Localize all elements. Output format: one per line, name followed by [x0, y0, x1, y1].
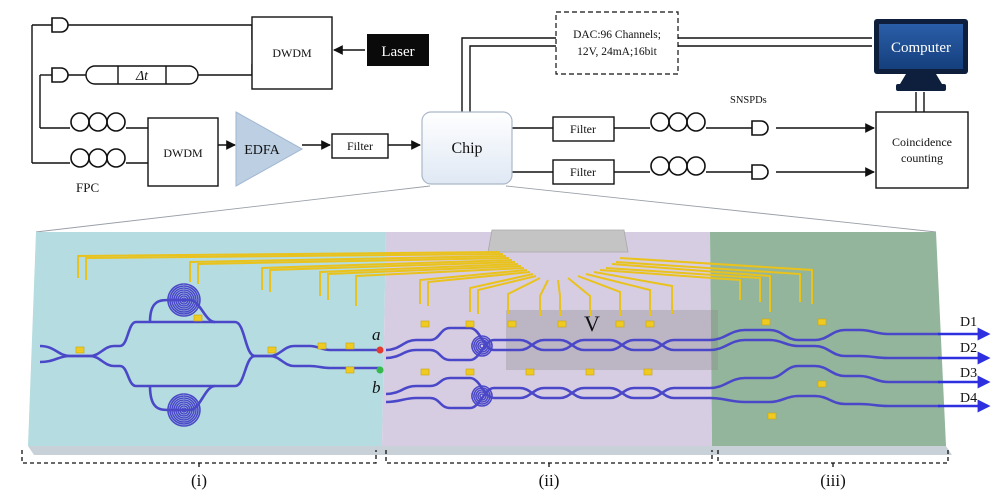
dac-box: [555, 11, 679, 75]
coincidence-box: [875, 111, 969, 189]
computer-icon: [874, 19, 968, 91]
setup-schematic: [31, 24, 925, 177]
node-b-dot: [376, 366, 384, 374]
section-label-i: (i): [191, 471, 207, 490]
filter-output-top-box: [552, 116, 615, 142]
snspds-label: SNSPDs: [730, 95, 767, 106]
section-label-iii: (iii): [820, 471, 846, 490]
output-arrows: [938, 327, 991, 413]
output-label-d2: D2: [960, 341, 977, 356]
dwdm-bottom-label: DWDM: [163, 146, 203, 160]
detector-icon: [51, 17, 69, 33]
filter-input-label: Filter: [347, 139, 373, 153]
filter-input-box: [331, 133, 389, 159]
output-label-d1: D1: [960, 315, 977, 330]
node-a-dot: [376, 346, 384, 354]
section-brackets: [21, 450, 949, 470]
dwdm-bottom-box: [147, 117, 219, 187]
filter-output-bottom-box: [552, 159, 615, 185]
laser-box: [367, 34, 429, 66]
fpc-loops: [70, 112, 706, 176]
edfa-amplifier: [235, 111, 304, 187]
coincidence-line1: Coincidence: [892, 135, 952, 149]
chip-box: [421, 111, 513, 185]
coincidence-line2: counting: [901, 151, 943, 165]
node-a-label: a: [372, 325, 381, 344]
electrode-wires: [77, 251, 813, 316]
output-label-d3: D3: [960, 366, 977, 381]
chip-detail: a b V D1 D2 D3 D4 (i) (ii) (iii): [21, 229, 991, 490]
chip-label: Chip: [451, 140, 482, 157]
fpc-label: FPC: [76, 180, 99, 195]
delay-line: Δt: [85, 65, 199, 85]
dwdm-top-box: [251, 16, 333, 90]
dac-line2: 12V, 24mA;16bit: [577, 46, 657, 58]
zoom-line-left: [35, 185, 431, 233]
snspd-icon: [751, 164, 769, 180]
computer-label: Computer: [891, 40, 951, 56]
zoom-line-right: [505, 185, 937, 233]
connector-block: [487, 229, 629, 253]
filter-output-bottom-label: Filter: [570, 165, 596, 179]
dwdm-top-label: DWDM: [272, 46, 312, 60]
section-label-ii: (ii): [539, 471, 560, 490]
region-i: [28, 232, 386, 446]
filter-output-top-label: Filter: [570, 122, 596, 136]
node-b-label: b: [372, 378, 381, 397]
snspd-icon: [751, 120, 769, 136]
dac-line1: DAC:96 Channels;: [573, 29, 661, 41]
v-label: V: [584, 311, 600, 336]
delay-label: Δt: [135, 69, 149, 84]
laser-label: Laser: [381, 44, 414, 60]
output-label-d4: D4: [960, 391, 977, 406]
detector-icon: [51, 67, 69, 83]
waveguides: [39, 298, 940, 412]
edfa-label: EDFA: [244, 143, 280, 158]
